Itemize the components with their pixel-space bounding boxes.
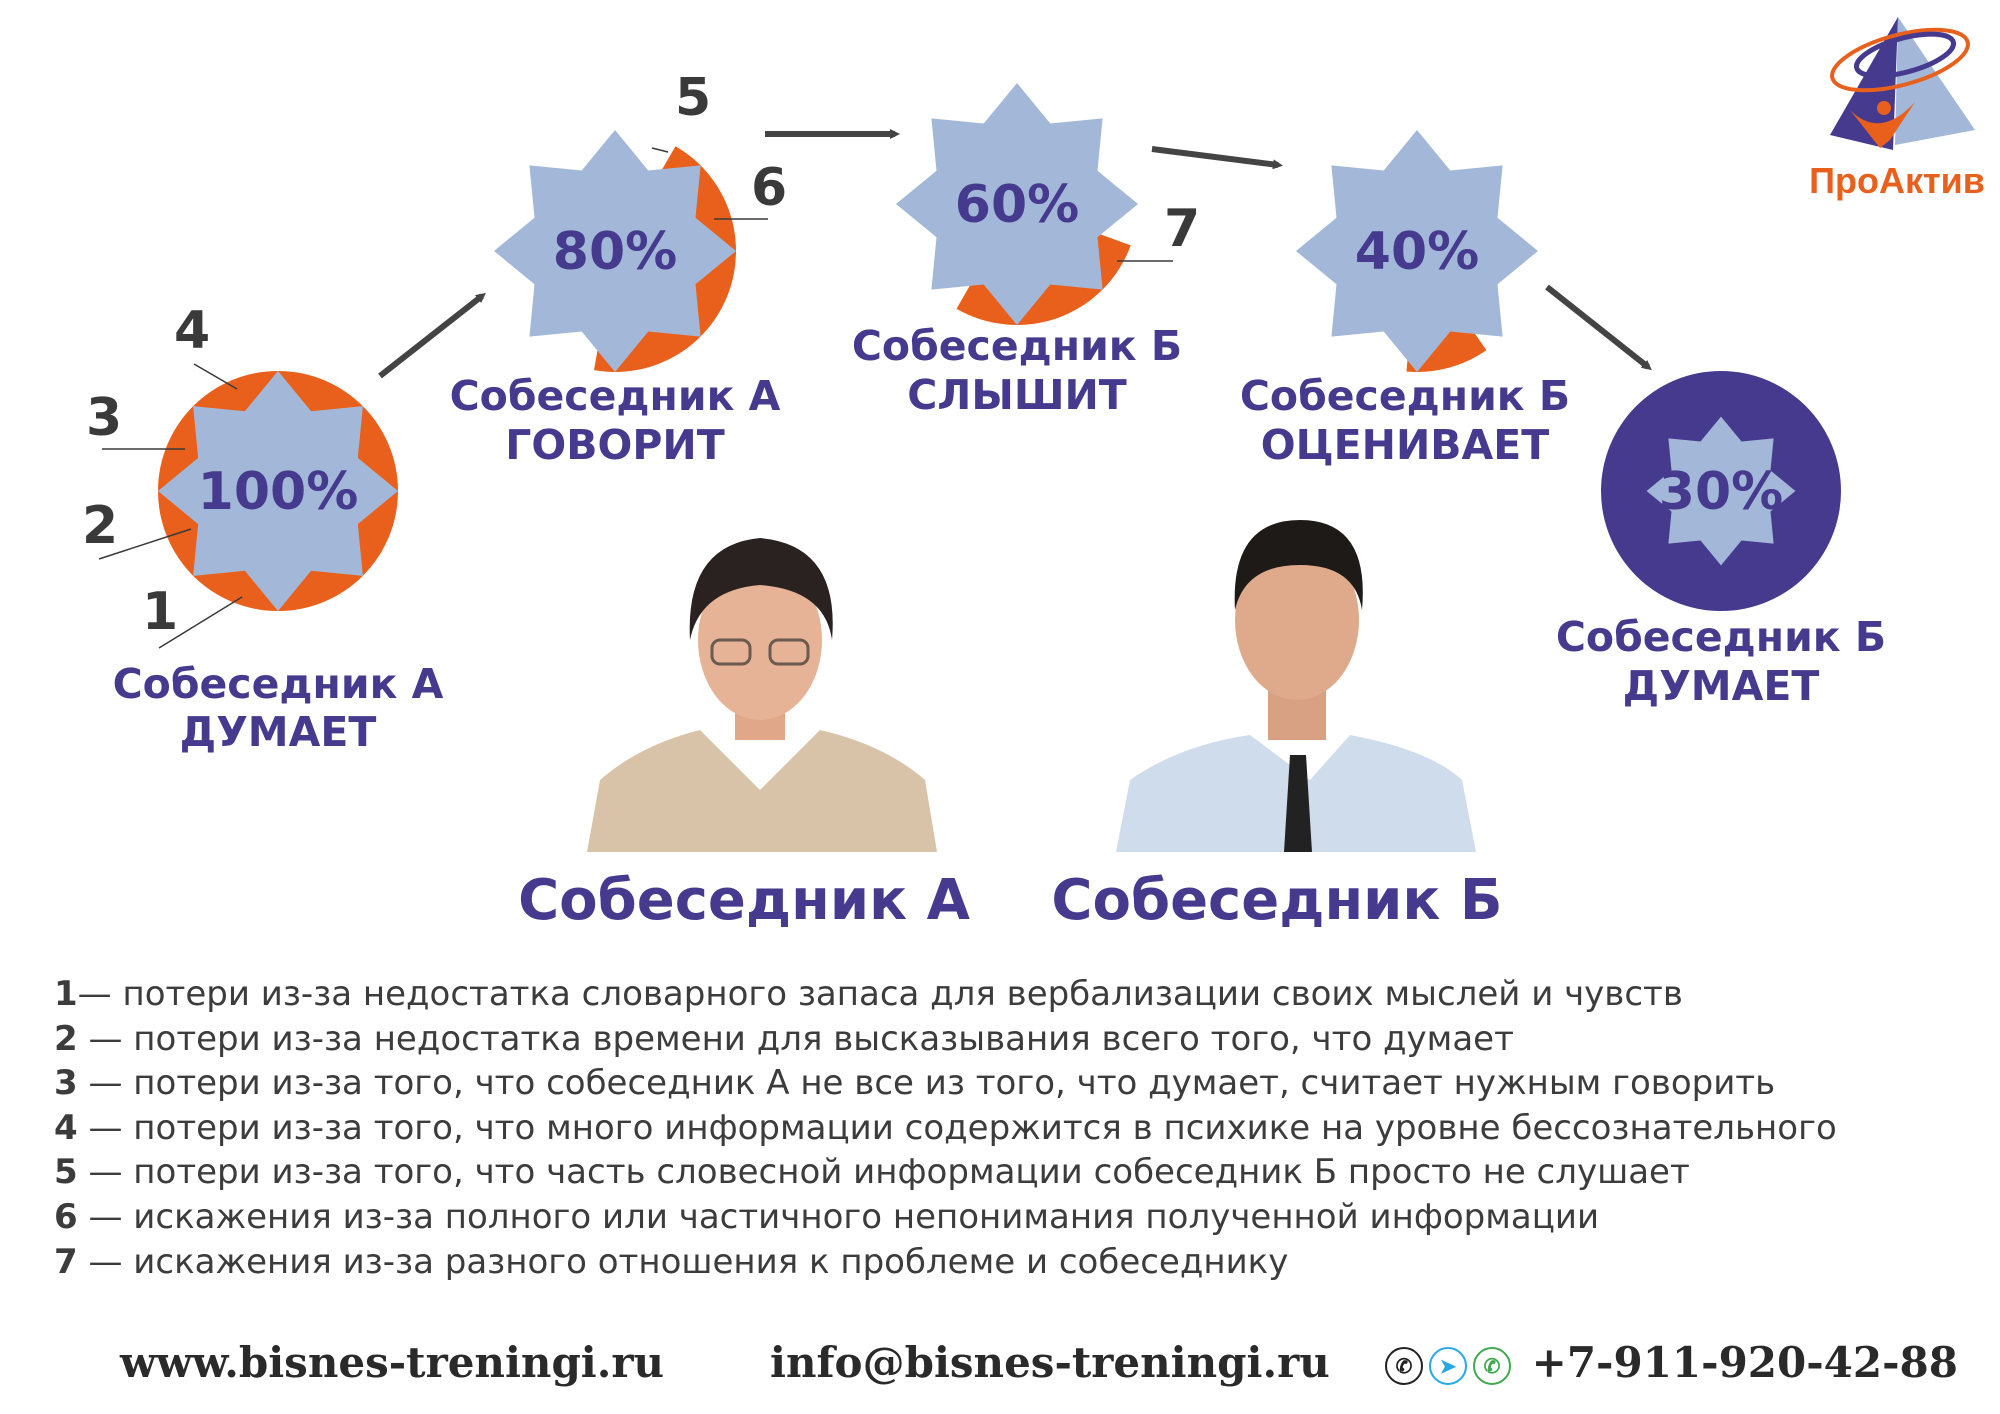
stage-3-percent: 60% <box>955 175 1079 235</box>
stage-4-percent: 40% <box>1355 222 1479 282</box>
legend-item-6: 6 — искажения из-за полного или частично… <box>54 1196 1600 1237</box>
arrow-3 <box>1151 146 1283 170</box>
stage-1-percent: 100% <box>198 462 359 522</box>
stage-3-label-2: СЛЫШИТ <box>907 371 1127 419</box>
stage-4-label-2: ОЦЕНИВАЕТ <box>1261 421 1550 469</box>
arrow-1 <box>378 292 486 379</box>
legend: 1— потери из-за недостатка словарного за… <box>54 972 1837 1284</box>
legend-item-1: 1— потери из-за недостатка словарного за… <box>54 974 1683 1014</box>
phone-icon[interactable]: ✆ <box>1385 1347 1423 1385</box>
legend-item-3: 3 — потери из-за того, что собеседник А … <box>54 1063 1776 1104</box>
person-a-label: Собеседник А <box>518 868 970 933</box>
legend-item-4: 4 — потери из-за того, что много информа… <box>54 1107 1837 1148</box>
telegram-icon[interactable]: ➤ <box>1429 1347 1467 1385</box>
marker-4: 4 <box>174 301 210 361</box>
stage-3-star: 60% <box>896 83 1138 325</box>
proaktiv-logo: ПроАктив <box>1809 17 1985 201</box>
arrow-4 <box>1545 284 1652 371</box>
stage-2-percent: 80% <box>553 222 677 282</box>
marker-5: 5 <box>675 68 711 128</box>
leader-lines <box>98 147 1173 649</box>
marker-3: 3 <box>86 388 122 448</box>
stage-5-label-1: Собеседник Б <box>1556 613 1886 661</box>
stage-5-star: 30% <box>1601 371 1841 611</box>
stage-5-percent: 30% <box>1659 462 1783 522</box>
website-link[interactable]: www.bisnes-treningi.ru <box>120 1338 665 1387</box>
marker-6: 6 <box>751 158 787 218</box>
marker-2: 2 <box>82 496 118 556</box>
stage-1-star: 100% <box>158 371 398 611</box>
photo-person-a <box>587 538 937 852</box>
stage-2-label-2: ГОВОРИТ <box>505 421 724 469</box>
stage-1-label-1: Собеседник А <box>113 660 444 708</box>
marker-1: 1 <box>142 582 178 642</box>
svg-text:ПроАктив: ПроАктив <box>1809 160 1985 201</box>
photo-person-b <box>1116 520 1476 852</box>
stage-2-star: 80% <box>494 130 736 372</box>
whatsapp-icon[interactable]: ✆ <box>1473 1347 1511 1385</box>
legend-item-7: 7 — искажения из-за разного отношения к … <box>54 1241 1289 1282</box>
legend-item-5: 5 — потери из-за того, что часть словесн… <box>54 1152 1690 1193</box>
email-link[interactable]: info@bisnes-treningi.ru <box>770 1338 1330 1387</box>
stage-5-label-2: ДУМАЕТ <box>1623 662 1820 710</box>
phone-number[interactable]: +7-911-920-42-88 <box>1531 1338 1959 1387</box>
stage-1-label-2: ДУМАЕТ <box>180 708 377 756</box>
stage-4-label-1: Собеседник Б <box>1240 372 1570 420</box>
legend-item-2: 2 — потери из-за недостатка времени для … <box>54 1018 1514 1059</box>
stage-3-label-1: Собеседник Б <box>852 322 1182 370</box>
person-b-label: Собеседник Б <box>1051 868 1502 933</box>
marker-7: 7 <box>1164 199 1200 259</box>
stage-4-star: 40% <box>1296 130 1538 372</box>
contacts: ✆➤✆ +7-911-920-42-88 <box>1385 1338 1958 1387</box>
stage-2-label-1: Собеседник А <box>450 372 781 420</box>
